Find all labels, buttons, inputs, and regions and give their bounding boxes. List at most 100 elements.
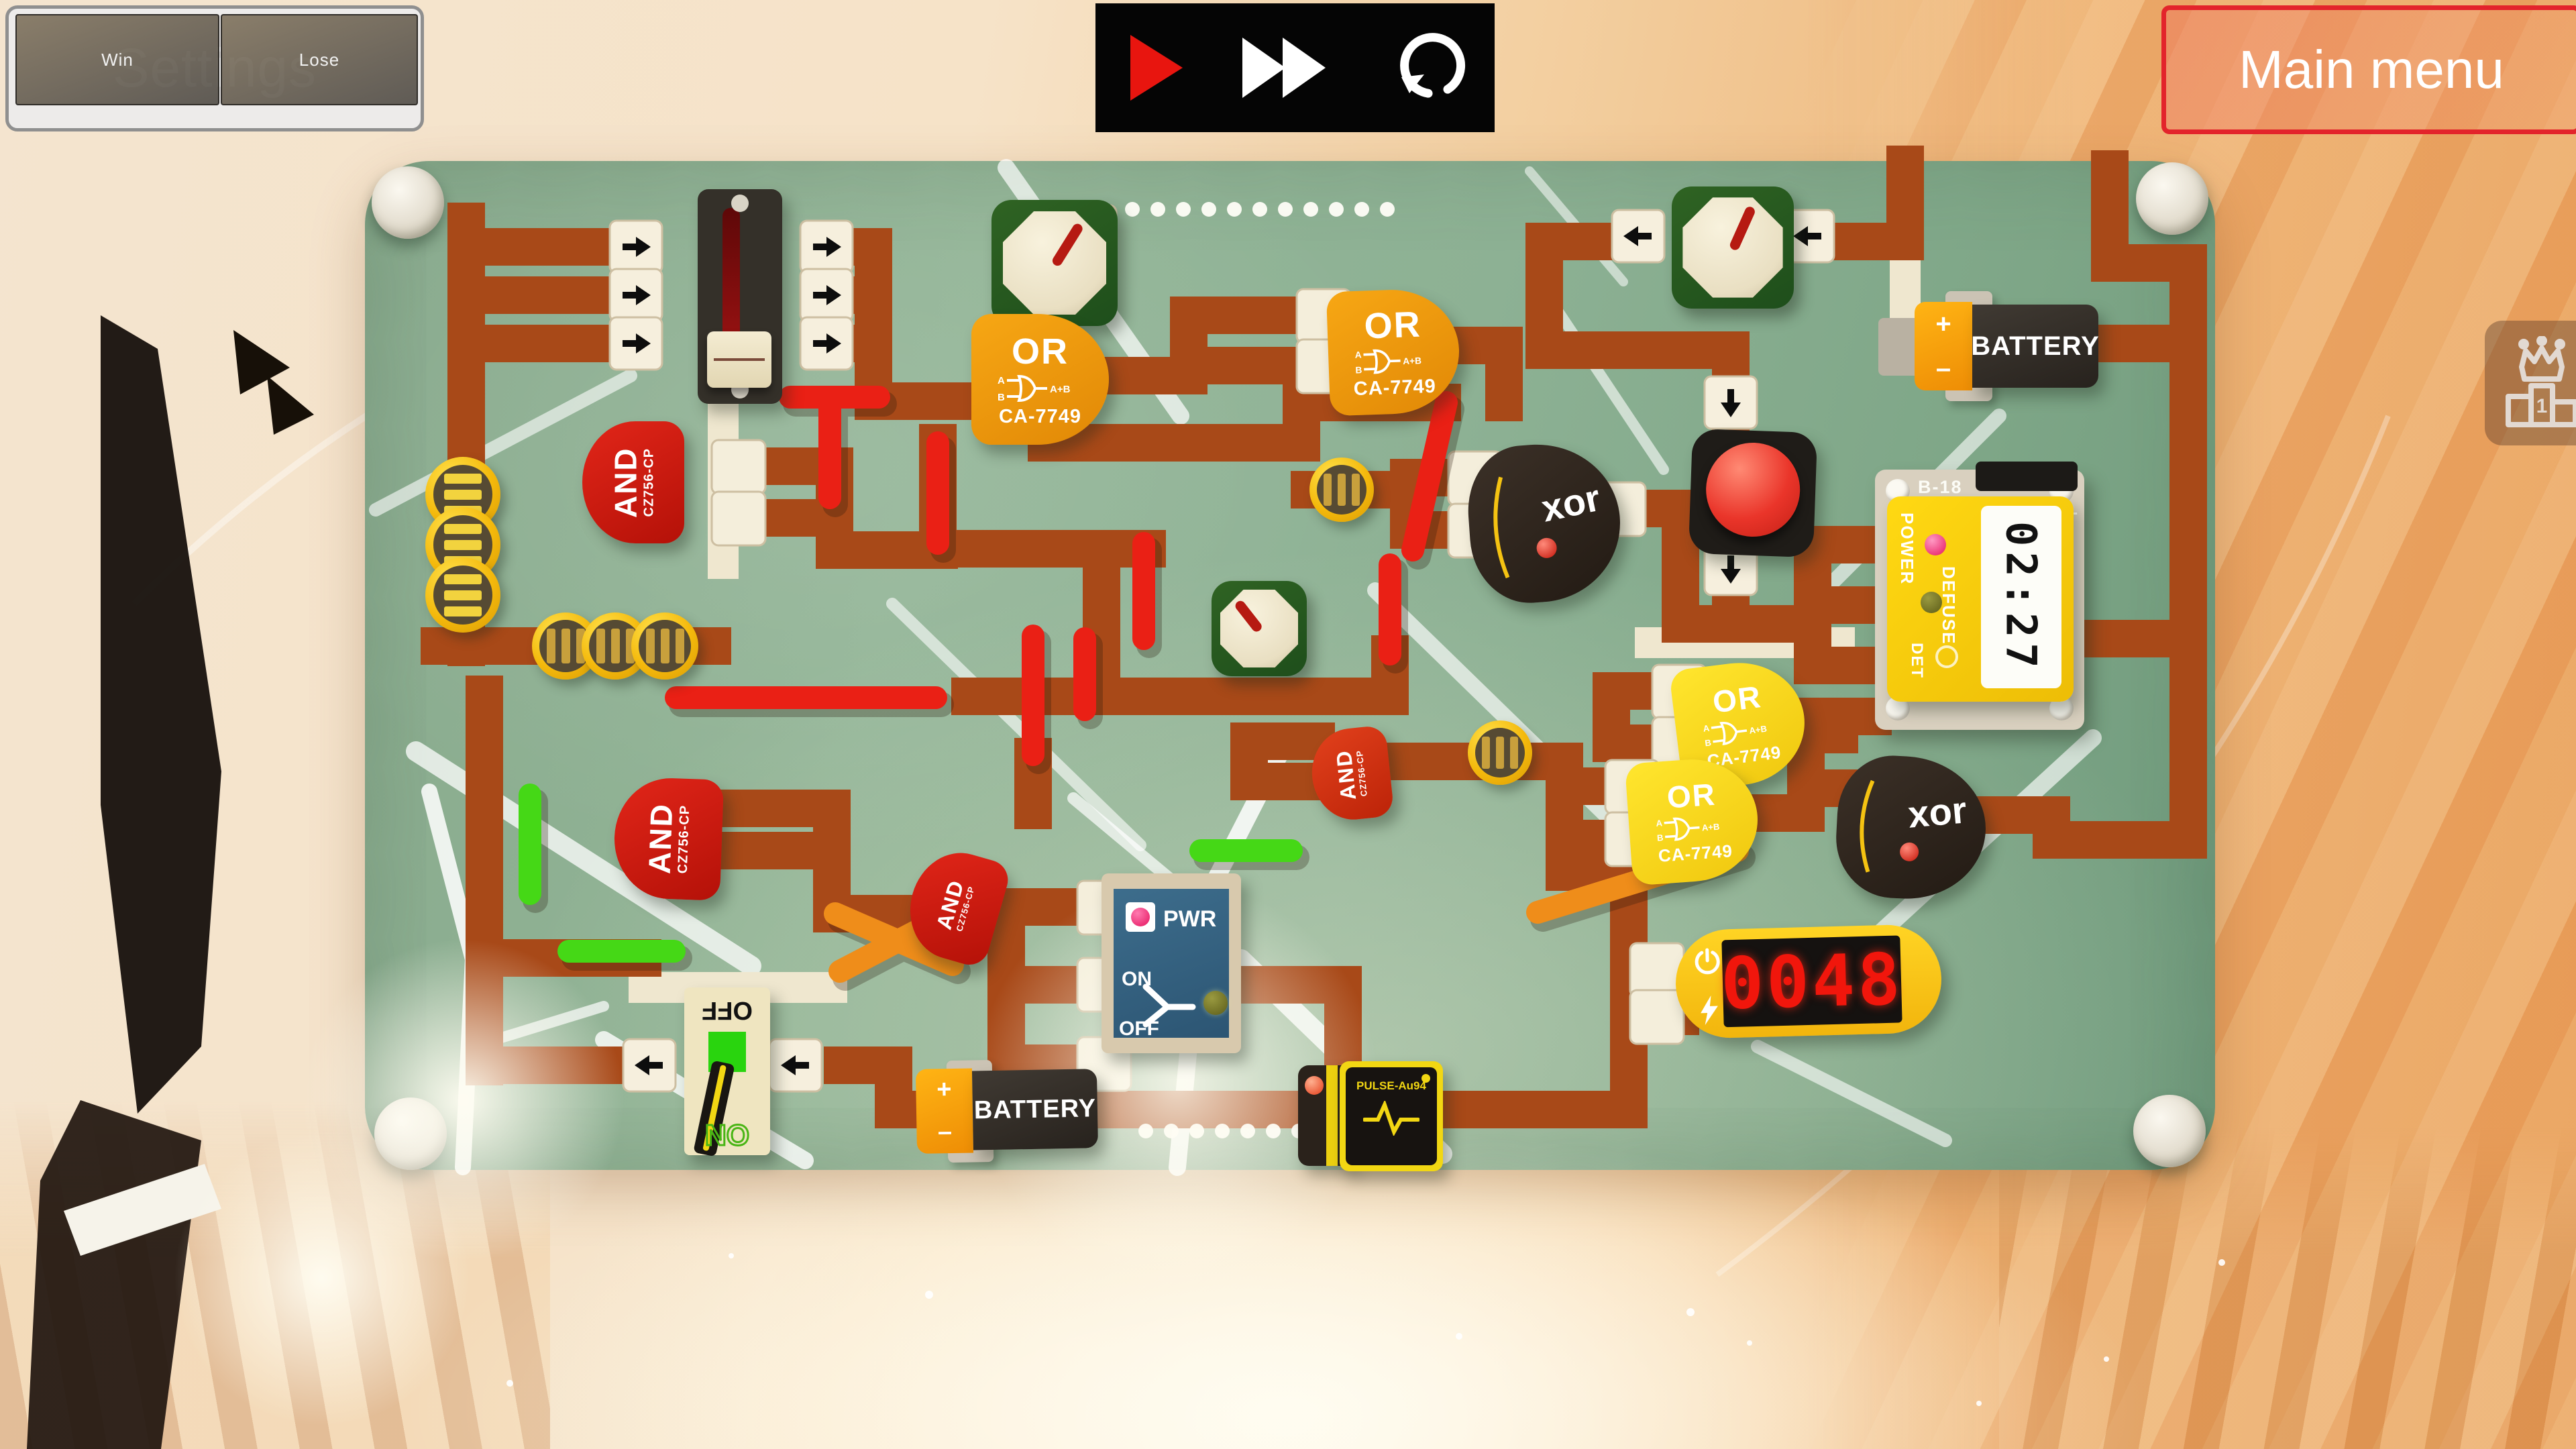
lever-off-label: OFF xyxy=(702,996,753,1024)
leaderboard-podium-crown-icon: 1 xyxy=(2506,336,2576,427)
bomb-timer-screen: 02:27 xyxy=(1981,506,2061,688)
dial-knob[interactable] xyxy=(1682,197,1783,298)
xor-gate-label: xor xyxy=(1906,788,1968,836)
counter-display: 0048 xyxy=(1674,923,1943,1040)
playback-controls xyxy=(1095,3,1495,132)
or-gate-model: CA-7749 xyxy=(1353,375,1437,400)
lose-label: Lose xyxy=(299,49,340,70)
svg-text:A+B: A+B xyxy=(1050,384,1071,395)
red-push-button[interactable] xyxy=(1704,441,1802,539)
pwr-led-frame xyxy=(1126,902,1155,932)
lose-button[interactable]: Lose xyxy=(221,14,418,105)
svg-text:B: B xyxy=(998,392,1005,403)
battery-minus: – xyxy=(937,1118,953,1146)
or-gate-symbol: A B A+B xyxy=(998,374,1071,403)
battery-plus: + xyxy=(936,1075,952,1104)
svg-text:A: A xyxy=(1354,350,1362,360)
svg-text:A: A xyxy=(1656,818,1663,828)
or-gate-label: OR xyxy=(1012,331,1069,372)
pwr-state-led xyxy=(1203,991,1228,1015)
capacitor-coin xyxy=(582,612,649,680)
settings-button[interactable]: Settings Win Lose xyxy=(5,5,424,131)
battery: + – BATTERY xyxy=(1878,291,2100,401)
battery-label: BATTERY xyxy=(1971,331,2100,361)
play-icon[interactable] xyxy=(1121,31,1188,105)
dial-needle xyxy=(1233,598,1264,633)
bomb-defuse-label: DEFUSE xyxy=(1939,566,1959,645)
xor-gate: xor xyxy=(1833,753,1990,903)
pwr-switch-symbol xyxy=(1142,983,1196,1028)
bomb-defuse-led xyxy=(1921,592,1942,613)
win-button[interactable]: Win xyxy=(15,14,219,105)
lever-switch[interactable]: OFF ON xyxy=(684,987,770,1157)
capacitor-coin xyxy=(1468,720,1532,785)
svg-text:A+B: A+B xyxy=(1749,723,1768,735)
svg-text:B: B xyxy=(1656,832,1663,843)
and-gate-model: CZ756-CP xyxy=(641,447,657,517)
pulse-waveform-icon xyxy=(1363,1101,1419,1136)
battery-plus: + xyxy=(1935,309,1951,339)
bomb-clip xyxy=(1976,462,2078,491)
svg-text:A: A xyxy=(1703,722,1711,733)
lightning-icon xyxy=(1701,995,1718,1026)
xor-gate: xor xyxy=(1464,439,1625,607)
svg-text:A+B: A+B xyxy=(1701,821,1719,833)
battery-minus: – xyxy=(1935,353,1951,383)
capacitor-coin xyxy=(1309,458,1374,522)
or-gate-symbol: A B A+B xyxy=(1656,817,1720,843)
bomb-body: POWER DEFUSE DET 02:27 xyxy=(1887,496,2074,702)
battery-cap: + – xyxy=(1915,302,1972,390)
svg-text:A: A xyxy=(998,375,1005,386)
leaderboard-button[interactable]: 1 xyxy=(2485,321,2576,445)
svg-text:A+B: A+B xyxy=(1403,356,1421,366)
pwr-panel: PWR ON OFF xyxy=(1114,889,1229,1040)
rotary-dial[interactable] xyxy=(1672,186,1794,309)
pulse-led xyxy=(1305,1076,1324,1095)
svg-text:B: B xyxy=(1705,737,1712,748)
slider-handle[interactable] xyxy=(707,331,771,388)
pwr-led xyxy=(1131,908,1150,926)
leaderboard-rank: 1 xyxy=(2536,395,2548,417)
pwr-label: PWR xyxy=(1163,906,1217,932)
or-gate-model: CA-7749 xyxy=(998,406,1082,427)
or-gate-label: OR xyxy=(1711,678,1764,720)
pwr-off-label: OFF xyxy=(1119,1018,1159,1040)
win-label: Win xyxy=(101,49,133,70)
bomb-timer-value: 02:27 xyxy=(1996,521,2046,674)
battery: + – BATTERY xyxy=(879,1059,1102,1163)
board-screw xyxy=(2133,1095,2206,1167)
or-gate: OR A B A+B CA-7749 xyxy=(1326,287,1462,417)
bomb-module: B-18 CONVENTIONAL BOMB MODULE POWER DEFU… xyxy=(1875,462,2084,730)
svg-text:B: B xyxy=(1355,365,1362,375)
board-screw xyxy=(2136,162,2208,235)
board-screw xyxy=(372,166,444,239)
xor-led xyxy=(1536,537,1558,559)
main-menu-label: Main menu xyxy=(2239,40,2504,99)
fast-forward-icon[interactable] xyxy=(1238,31,1339,105)
capacitor-coin xyxy=(425,557,500,633)
and-gate-label: AND xyxy=(608,447,643,518)
lever-on-label: ON xyxy=(704,1118,751,1152)
or-gate-yellow: OR A B A+B CA-7749 xyxy=(1668,655,1812,793)
bomb-power-led xyxy=(1925,534,1946,555)
battery-cap: + – xyxy=(915,1068,974,1154)
bomb-det-ring xyxy=(1935,645,1958,668)
dial-knob[interactable] xyxy=(1002,211,1107,315)
or-gate-symbol: A B A+B xyxy=(1354,349,1421,376)
or-gate-label: OR xyxy=(1666,776,1717,815)
pulse-dot xyxy=(1421,1074,1430,1083)
main-menu-button[interactable]: Main menu xyxy=(2161,5,2576,134)
dial-knob[interactable] xyxy=(1220,589,1299,668)
rotary-dial[interactable] xyxy=(991,200,1118,326)
restart-icon[interactable] xyxy=(1389,28,1470,108)
or-gate: OR A B A+B CA-7749 xyxy=(971,314,1109,445)
xor-curve xyxy=(1493,476,1510,579)
rotary-dial[interactable] xyxy=(1212,581,1307,676)
or-gate-yellow: OR A B A+B CA-7749 xyxy=(1624,755,1762,886)
vertical-slider[interactable] xyxy=(698,189,782,404)
pwr-switch-module[interactable]: PWR ON OFF xyxy=(1102,873,1241,1053)
and-gate-model: CZ756-CP xyxy=(675,804,693,874)
